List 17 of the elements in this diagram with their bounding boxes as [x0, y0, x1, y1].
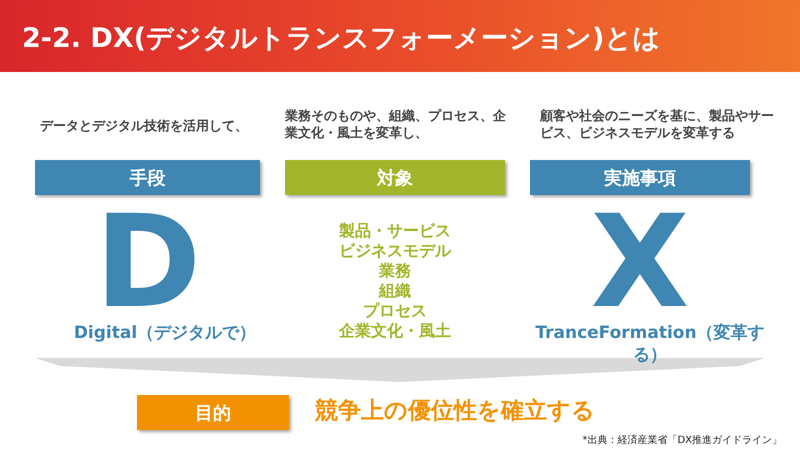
caption-text: TranceFormation（変革する）: [534, 322, 766, 366]
list-item: 製品・サービス: [338, 220, 452, 241]
category-box: 対象: [285, 160, 505, 195]
description-text: 顧客や社会のニーズを基に、製品やサービス、ビジネスモデルを変革する: [540, 108, 775, 142]
list-item: プロセス: [362, 300, 428, 321]
source-note: *出典：経済産業省「DX推進ガイドライン」: [581, 434, 782, 447]
category-box: 目的: [137, 395, 289, 430]
list-item: 組織: [378, 280, 412, 301]
list-item: ビジネスモデル: [338, 240, 452, 261]
title: 2-2. DX(デジタルトランスフォーメーション)とは: [22, 22, 660, 56]
goal-text: 競争上の優位性を確立する: [315, 397, 596, 426]
list-item: 企業文化・風土: [338, 320, 452, 341]
list-item: 業務: [378, 260, 412, 281]
description-text: データとデジタル技術を活用して、: [40, 118, 249, 135]
description-text: 業務そのものや、組織、プロセス、企業文化・風土を変革し、: [285, 108, 507, 142]
category-box: 実施事項: [530, 160, 750, 195]
category-box: 手段: [35, 160, 260, 195]
